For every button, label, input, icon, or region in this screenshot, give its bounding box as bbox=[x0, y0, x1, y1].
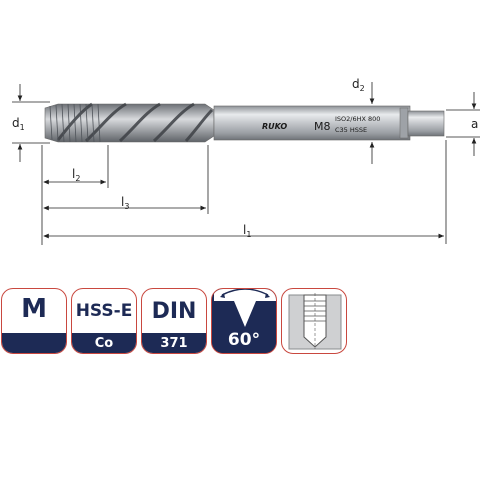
label-d1: d1 bbox=[12, 116, 25, 132]
label-l2: l2 bbox=[72, 167, 80, 183]
label-l1: l1 bbox=[243, 223, 251, 239]
thread-angle-icon bbox=[212, 289, 276, 353]
tool-drawing: RUKO M8 ISO2/6HX 800 C35 HSSE d1 d2 a l2 bbox=[12, 77, 480, 245]
square-drive bbox=[407, 110, 445, 137]
neck-groove bbox=[399, 107, 409, 139]
thread-teeth bbox=[49, 103, 101, 143]
badge-standard-label: DIN bbox=[151, 298, 197, 324]
badge-material: HSS-E Co bbox=[71, 288, 137, 354]
badge-thread-angle: 60° bbox=[211, 288, 277, 354]
property-badges: M HSS-E Co DIN 371 60° bbox=[0, 288, 500, 358]
badge-material-label: HSS-E bbox=[75, 301, 133, 321]
badge-standard: DIN 371 bbox=[141, 288, 207, 354]
blind-hole-icon bbox=[288, 293, 342, 350]
label-d2: d2 bbox=[352, 77, 365, 93]
dimension-l1 bbox=[43, 140, 447, 244]
dimension-a bbox=[446, 92, 480, 156]
badge-thread-type: M bbox=[1, 288, 67, 354]
dimension-l3 bbox=[43, 145, 209, 214]
brand-marking: RUKO bbox=[262, 122, 287, 131]
dimension-l2 bbox=[41, 145, 109, 245]
badge-material-sub: Co bbox=[72, 333, 136, 353]
label-a: a bbox=[471, 117, 478, 131]
size-marking: M8 bbox=[314, 120, 331, 133]
badge-thread-type-bar bbox=[2, 333, 66, 353]
shank bbox=[213, 105, 411, 141]
material-marking: C35 HSSE bbox=[335, 126, 367, 134]
badge-thread-angle-label: 60° bbox=[227, 330, 261, 350]
badge-standard-number: 371 bbox=[142, 333, 206, 353]
dimension-d1 bbox=[12, 84, 50, 162]
standard-marking: ISO2/6HX 800 bbox=[335, 115, 380, 123]
tap-tool: RUKO M8 ISO2/6HX 800 C35 HSSE bbox=[44, 102, 445, 143]
label-l3: l3 bbox=[121, 195, 129, 211]
badge-thread-type-label: M bbox=[21, 294, 47, 324]
badge-hole-type bbox=[281, 288, 347, 354]
